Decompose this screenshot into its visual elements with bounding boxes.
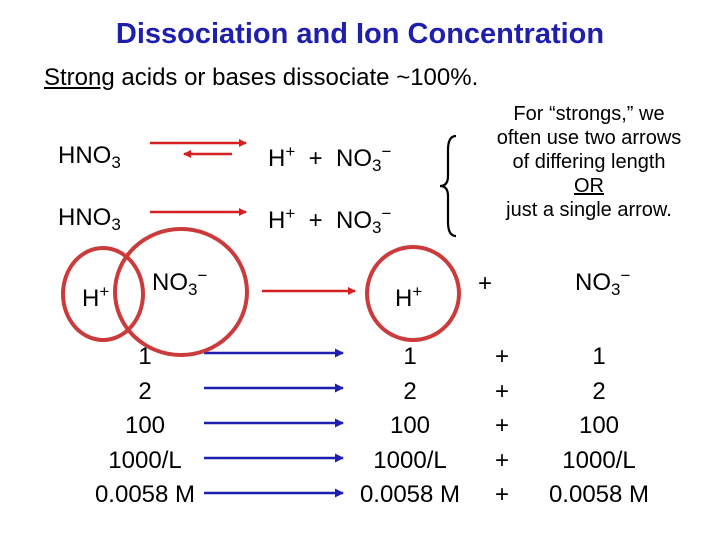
subtitle-rest: acids or bases dissociate ~100%. [114,64,479,91]
page-title: Dissociation and Ion Concentration [115,18,605,50]
eq2-h-ion: H+ [268,204,296,234]
plus-column: + + + + + [487,340,517,513]
eq1-plus: + [308,145,323,172]
brace [439,134,457,238]
no3-column: 1 2 100 1000/L 0.0058 M [525,340,673,513]
reactant-value: 0.0058 M [94,481,196,508]
no3-ion-circle [113,227,249,357]
circle-h-ion: H+ [82,282,110,312]
product-h-ion: H+ [395,282,423,312]
note-line-1: For “strongs,” we [513,103,665,125]
no3-value: 1 [592,343,606,370]
product-no3-ion: NO3− [575,266,631,299]
h-column: 1 2 100 1000/L 0.0058 M [335,340,485,513]
product-h-circle [365,245,461,342]
eq2-plus: + [308,207,323,234]
eq2-no3-ion: NO3− [335,204,392,237]
h-value: 2 [403,377,417,405]
eq1-h-ion: H+ [268,142,296,172]
reactant-value: 1 [138,343,152,370]
reactant-value: 2 [138,377,152,405]
h-value: 1 [403,343,417,370]
subtitle-strong: Strong [44,64,115,91]
note-text: For “strongs,” we often use two arrows o… [460,102,718,222]
plus-sign: + [494,446,509,474]
no3-value: 2 [592,377,606,405]
note-or: OR [574,175,604,197]
eq2-products: H+ + NO3− [268,204,391,238]
reactant-value: 100 [124,412,166,439]
eq2-reactant: HNO3 [58,204,121,234]
h-value: 0.0058 M [359,481,461,508]
no3-value: 0.0058 M [548,481,650,508]
product-plus: + [478,270,493,297]
plus-sign: + [494,377,509,405]
reactant-column: 1 2 100 1000/L 0.0058 M [60,340,230,513]
eq1-reactant: HNO3 [58,142,121,172]
h-value: 100 [389,412,431,439]
h-value: 1000/L [373,446,447,474]
note-line-3: of differing length [512,151,666,173]
no3-value: 1000/L [562,446,636,474]
note-line-2: often use two arrows [496,127,682,149]
subtitle: Strong acids or bases dissociate ~100%. [44,64,478,92]
reactant-value: 1000/L [108,446,182,474]
eq1-no3-ion: NO3− [335,142,392,175]
note-line-5: just a single arrow. [506,199,672,221]
circle-no3-ion: NO3− [152,266,208,299]
no3-value: 100 [578,412,620,439]
plus-sign: + [494,481,509,508]
eq1-products: H+ + NO3− [268,142,391,176]
plus-sign: + [494,343,509,370]
plus-sign: + [494,412,509,439]
